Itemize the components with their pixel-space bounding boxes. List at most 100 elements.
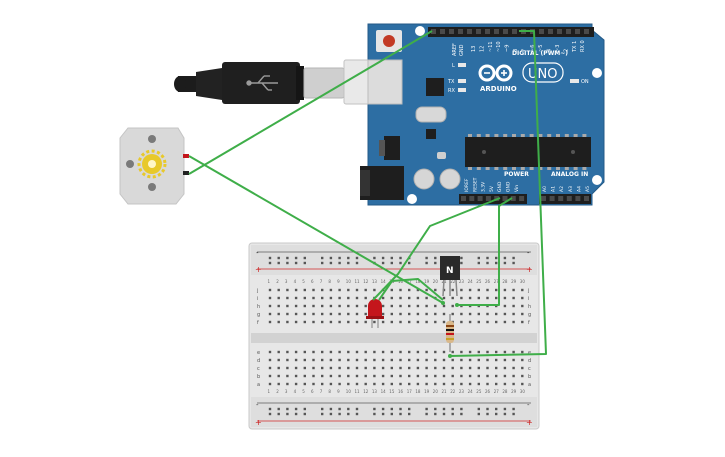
breadboard-hole [268, 358, 272, 362]
breadboard-hole [434, 288, 437, 292]
npn-transistor[interactable]: N [440, 256, 460, 297]
pin-socket[interactable] [461, 196, 466, 201]
pin-socket[interactable] [510, 196, 516, 201]
column-label: 27 [494, 389, 500, 394]
breadboard-hole [503, 358, 507, 362]
pin-socket[interactable] [449, 29, 454, 34]
chip-leg [520, 167, 525, 170]
gear-icon [137, 149, 167, 179]
rail-hole [347, 261, 350, 265]
column-label: 5 [302, 279, 305, 284]
red-led[interactable] [366, 299, 384, 328]
column-label: 13 [372, 389, 378, 394]
breadboard-hole [390, 296, 393, 300]
pin-socket[interactable] [469, 196, 475, 201]
chip-leg [468, 134, 472, 137]
breadboard-hole [390, 320, 393, 324]
capacitor [439, 168, 461, 190]
pin-socket[interactable] [539, 29, 544, 34]
dc-motor[interactable] [119, 127, 189, 205]
digital-pin-label: 4 [547, 49, 553, 52]
wire-gnd-to-transistor [457, 197, 513, 306]
pin-socket[interactable] [476, 29, 481, 34]
pin-socket[interactable] [575, 196, 581, 201]
pin-socket[interactable] [485, 29, 490, 34]
wires[interactable] [188, 30, 547, 357]
pin-socket[interactable] [566, 196, 572, 201]
rail-hole [268, 412, 272, 416]
rail-hole [425, 256, 428, 260]
rail-hole [338, 412, 341, 416]
breadboard-hole [347, 296, 350, 300]
rail-hole [460, 256, 463, 260]
pin-socket[interactable] [440, 29, 445, 34]
rail-minus-bottom: - [256, 401, 259, 409]
power-pin-label: IOREF [464, 178, 470, 192]
column-label: 11 [355, 279, 361, 284]
pin-socket[interactable] [584, 196, 589, 201]
column-label: 6 [311, 389, 314, 394]
breadboard-hole [503, 320, 507, 324]
breadboard-hole [425, 350, 428, 354]
pin-socket[interactable] [575, 29, 580, 34]
column-label: 19 [424, 389, 430, 394]
breadboard-hole [495, 366, 498, 370]
pin-socket[interactable] [512, 29, 517, 34]
rail-hole [338, 407, 341, 411]
pin-socket[interactable] [558, 196, 564, 201]
rail-hole [373, 412, 376, 416]
breadboard-hole [268, 350, 272, 354]
rail-hole [329, 407, 333, 411]
breadboard-hole [503, 304, 507, 308]
pin-socket[interactable] [458, 29, 463, 34]
rail-hole [477, 412, 480, 416]
pin-socket[interactable] [503, 29, 508, 34]
breadboard-hole [373, 358, 376, 362]
pin-socket[interactable] [566, 29, 571, 34]
breadboard-hole [347, 304, 350, 308]
pin-socket[interactable] [494, 29, 499, 34]
breadboard-hole [355, 358, 359, 362]
pin-socket[interactable] [541, 196, 546, 201]
resistor[interactable] [446, 314, 454, 352]
breadboard-hole [460, 382, 463, 386]
row-label: i [257, 296, 258, 302]
pin-socket[interactable] [467, 29, 472, 34]
breadboard-hole [277, 350, 280, 354]
motor-terminal-red [183, 154, 189, 158]
pin-socket[interactable] [502, 196, 508, 201]
pin-socket[interactable] [548, 29, 553, 34]
mounting-hole [592, 175, 602, 185]
pin-socket[interactable] [431, 29, 436, 34]
breadboard-hole [442, 358, 446, 362]
column-label: 15 [389, 389, 395, 394]
pin-socket[interactable] [557, 29, 562, 34]
column-label: 16 [398, 279, 404, 284]
pin-socket[interactable] [519, 196, 525, 201]
breadboard-hole [503, 296, 507, 300]
analog-pin-label: A5 [585, 186, 591, 192]
rail-hole [399, 407, 402, 411]
breadboard-hole [364, 296, 367, 300]
rail-hole [486, 407, 489, 411]
breadboard-hole [294, 366, 298, 370]
pin-socket[interactable] [485, 196, 491, 201]
breadboard-hole [364, 288, 367, 292]
breadboard-hole [373, 288, 376, 292]
breadboard-hole [399, 374, 402, 378]
breadboard-hole [442, 374, 446, 378]
reset-button-cap[interactable] [383, 35, 395, 47]
aref-label: AREF [452, 43, 458, 56]
breadboard-hole [312, 358, 315, 362]
breadboard-hole [381, 296, 385, 300]
pin-socket[interactable] [584, 29, 589, 34]
breadboard-hole [381, 350, 385, 354]
pin-socket[interactable] [477, 196, 483, 201]
breadboard-hole [495, 312, 498, 316]
breadboard-hole [286, 304, 289, 308]
rail-hole [434, 412, 437, 416]
pin-socket[interactable] [549, 196, 555, 201]
